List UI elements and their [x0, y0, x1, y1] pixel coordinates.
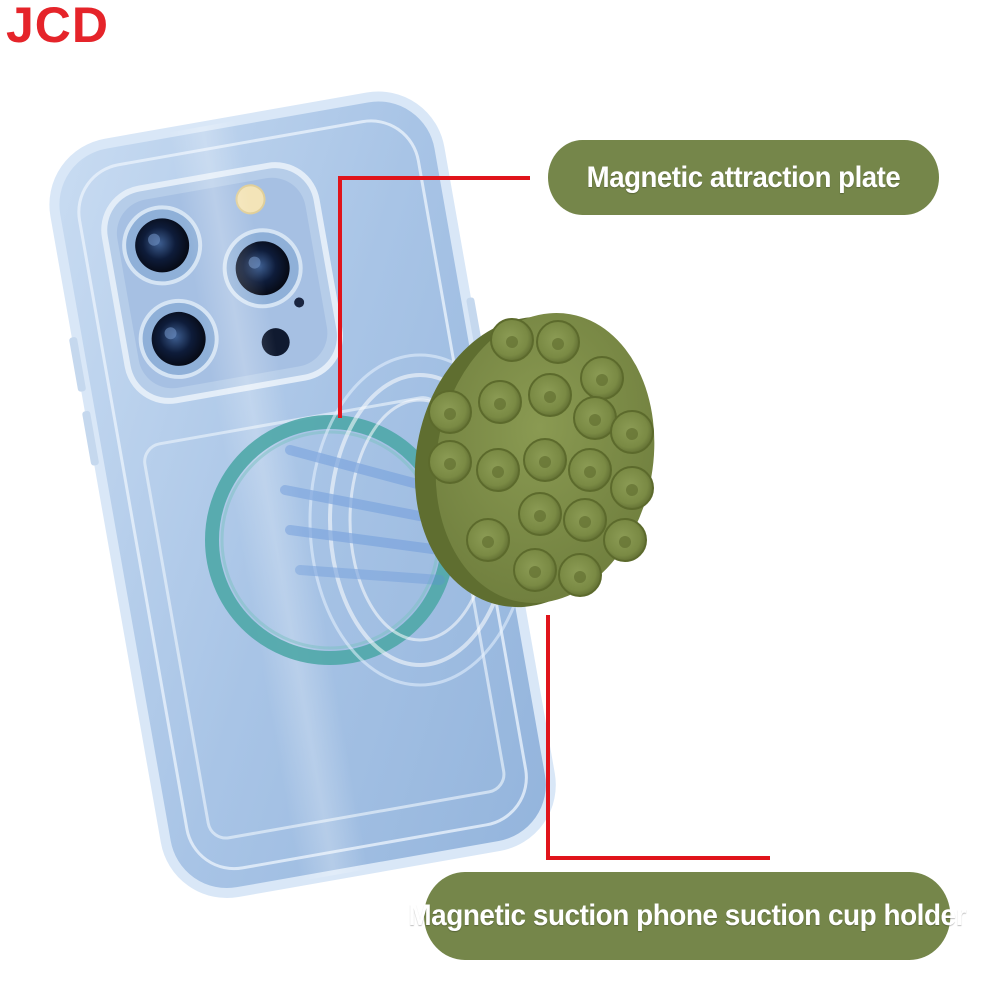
suction-cup-center	[494, 398, 506, 410]
suction-cup-center	[626, 484, 638, 496]
suction-cup-center	[619, 536, 631, 548]
suction-cup-center	[544, 391, 556, 403]
camera-lens-icon	[122, 205, 203, 286]
suction-cup-center	[534, 510, 546, 522]
suction-cup-center	[539, 456, 551, 468]
suction-cup-center	[589, 414, 601, 426]
brand-logo: JCD	[6, 0, 110, 53]
suction-cup-center	[492, 466, 504, 478]
suction-cup-center	[552, 338, 564, 350]
suction-cup-center	[444, 408, 456, 420]
pointer-line-bottom	[546, 615, 770, 860]
suction-cup-center	[506, 336, 518, 348]
suction-cup-center	[596, 374, 608, 386]
suction-cup-center	[482, 536, 494, 548]
suction-cup-center	[444, 458, 456, 470]
suction-cup-pad-icon	[414, 313, 655, 608]
camera-lens-icon	[138, 298, 219, 379]
suction-cup-center	[584, 466, 596, 478]
suction-cup-center	[529, 566, 541, 578]
suction-cup-center	[626, 428, 638, 440]
label-suction-cup-holder: Magnetic suction phone suction cup holde…	[408, 872, 966, 960]
suction-cup-center	[574, 571, 586, 583]
pointer-line-top	[338, 176, 530, 418]
label-magnetic-plate: Magnetic attraction plate	[548, 140, 939, 215]
suction-cup-center	[579, 516, 591, 528]
